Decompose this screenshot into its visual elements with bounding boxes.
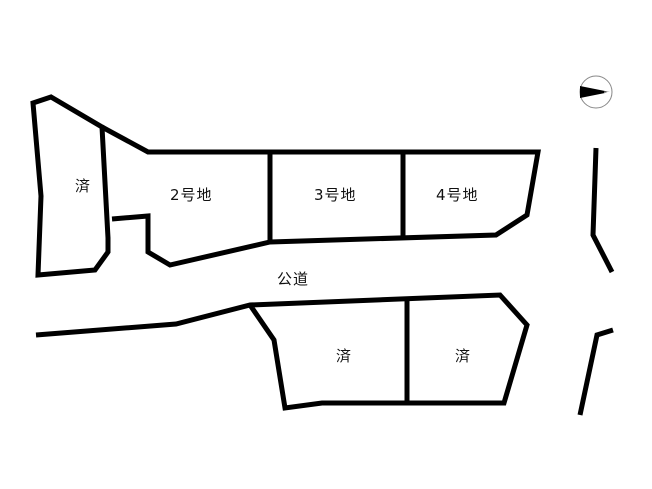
lot-label-south-1-sold: 済	[336, 347, 353, 365]
lot-label-2: 2号地	[170, 186, 213, 204]
road-south-edge	[35, 292, 530, 411]
lot-boundary-2	[100, 124, 541, 268]
lot-label-left-sold: 済	[75, 177, 92, 195]
road-label: 公道	[277, 270, 310, 288]
north-arrow-icon: N	[579, 75, 613, 109]
lot-boundary-left-sold	[30, 94, 111, 278]
road-east-edge-lower	[577, 327, 614, 416]
compass-north-label: N	[602, 91, 611, 97]
lot-label-4: 4号地	[436, 186, 479, 204]
lot-label-south-2-sold: 済	[455, 347, 472, 365]
road-east-edge-upper	[590, 147, 615, 274]
lot-label-3: 3号地	[314, 186, 357, 204]
